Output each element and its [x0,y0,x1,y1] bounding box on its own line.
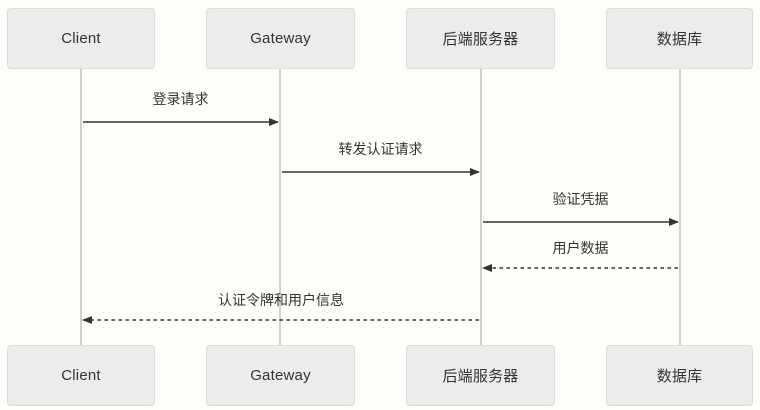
message-label-5: 认证令牌和用户信息 [218,292,344,308]
participant-label-client: Client [61,367,101,384]
lifelines-group [80,69,681,345]
participant-box-database-top[interactable]: 数据库 [606,8,753,69]
participant-label-gateway: Gateway [250,367,311,384]
participant-box-backend-top[interactable]: 后端服务器 [406,8,555,69]
participant-label-backend: 后端服务器 [442,31,519,48]
participant-label-database: 数据库 [656,31,703,48]
message-arrows-group [82,118,679,324]
message-label-1: 登录请求 [152,91,209,107]
participant-label-database: 数据库 [656,368,703,385]
participant-box-database-bottom[interactable]: 数据库 [606,345,753,406]
participant-box-gateway-bottom[interactable]: Gateway [206,345,355,406]
participant-box-client-top[interactable]: Client [7,8,155,69]
message-label-3: 验证凭据 [552,191,609,207]
participant-box-gateway-top[interactable]: Gateway [206,8,355,69]
participant-label-gateway: Gateway [250,30,311,47]
participant-label-backend: 后端服务器 [442,368,519,385]
message-label-2: 转发认证请求 [338,141,423,157]
participant-label-client: Client [61,30,101,47]
participant-box-client-bottom[interactable]: Client [7,345,155,406]
message-label-4: 用户数据 [552,240,609,256]
participant-box-backend-bottom[interactable]: 后端服务器 [406,345,555,406]
